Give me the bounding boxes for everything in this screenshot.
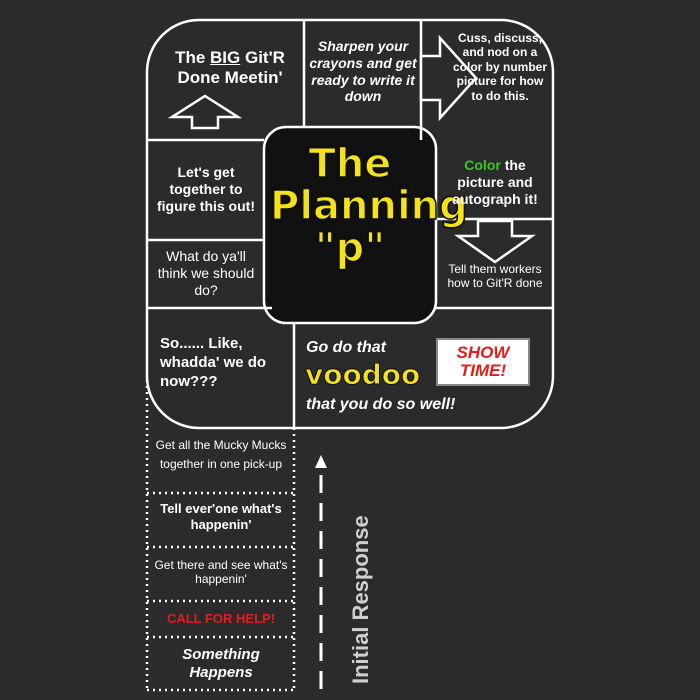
- that-you-text: that you do so well!: [306, 396, 456, 413]
- color-word: Color: [464, 157, 501, 173]
- so-like-cell: So...... Like, whadda' we do now???: [160, 335, 267, 390]
- lets-get-cell: Let's get together to figure this out!: [157, 164, 255, 214]
- big-meeting-suffix: Git'R: [240, 48, 285, 67]
- tell-them-cell: Tell them workers how to Git'R done: [447, 262, 543, 291]
- show-time-badge: SHOW TIME!: [436, 338, 530, 386]
- big-meeting-prefix: The: [175, 48, 211, 67]
- up-arrow-icon: [167, 94, 243, 130]
- title-line-3: "p": [314, 225, 386, 271]
- title-line-2: Planning: [269, 183, 468, 229]
- title-line-1: The: [308, 141, 392, 187]
- big-meeting-line2: Done Meetin': [177, 68, 283, 88]
- right-arrow-icon: [419, 34, 478, 122]
- color-rest: the picture and autograph it!: [452, 157, 538, 207]
- go-do-text: Go do that: [306, 339, 386, 356]
- sharpen-cell: Sharpen your crayons and get ready to wr…: [309, 38, 417, 105]
- center-block: [262, 125, 438, 325]
- outer-frame: [145, 18, 555, 430]
- ladder-call-for-help: CALL FOR HELP!: [166, 611, 276, 626]
- ladder-something-happens: Something Happens: [182, 646, 260, 681]
- what-do-cell: What do ya'll think we should do?: [157, 248, 255, 298]
- diagram-title: The Planning "p": [269, 141, 468, 271]
- initial-response-label: Initial Response: [348, 515, 373, 684]
- cuss-cell: Cuss, discuss, and nod on a color by num…: [452, 31, 547, 103]
- ladder-get-there: Get there and see what's happenin': [154, 558, 288, 587]
- big-meeting-big: BIG: [210, 48, 241, 67]
- big-meeting-cell: The BIG Git'R Done Meetin': [160, 48, 300, 89]
- initial-response-arrow-icon: [315, 455, 327, 690]
- color-cell: Color the picture and autograph it!: [440, 157, 550, 207]
- down-arrow-icon: [454, 219, 536, 264]
- ladder-tell: Tell ever'one what's happenin': [160, 501, 282, 532]
- ladder-mucky: Get all the Mucky Mucks together in one …: [155, 438, 287, 471]
- voodoo-text: voodoo: [305, 358, 421, 392]
- ladder-lines: [145, 380, 296, 692]
